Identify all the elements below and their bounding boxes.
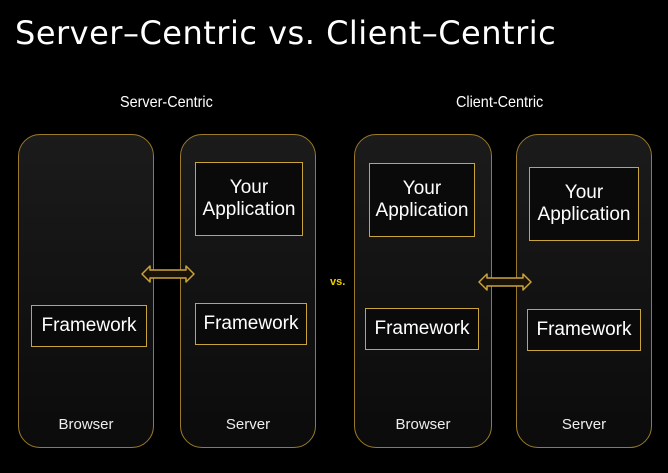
vs-label: vs. [330,276,346,288]
app-line-2: Application [537,204,631,225]
client-centric-server-panel: Your Application Framework Server [516,134,652,448]
server-centric-heading: Server-Centric [120,94,213,111]
page-title: Server–Centric vs. Client–Centric [15,14,557,52]
app-line-1: Your [564,182,604,204]
client-centric-heading: Client-Centric [456,94,544,111]
client-centric-server-your-application: Your Application [529,167,639,241]
client-centric-browser-label: Browser [395,416,451,433]
client-centric-bidirectional-arrow-icon [478,273,532,291]
client-centric-server-label: Server [561,416,607,433]
app-line-2: Application [375,200,469,221]
server-centric-bidirectional-arrow-icon [141,265,195,283]
client-centric-browser-framework: Framework [365,308,479,350]
app-line-1: Your [402,178,442,200]
framework-label: Framework [374,318,470,340]
client-centric-server-framework: Framework [527,309,641,351]
server-centric-your-application: Your Application [195,162,303,236]
server-centric-browser-framework: Framework [31,305,147,347]
server-centric-server-panel: Your Application Framework Server [180,134,316,448]
client-centric-browser-panel: Your Application Framework Browser [354,134,492,448]
server-centric-browser-label: Browser [58,416,114,433]
server-centric-browser-panel: Framework Browser [18,134,154,448]
server-centric-server-label: Server [225,416,271,433]
app-line-1: Your [229,177,269,199]
client-centric-your-application: Your Application [369,163,475,237]
framework-label: Framework [536,319,632,341]
framework-label: Framework [41,315,137,337]
framework-label: Framework [203,313,299,335]
app-line-2: Application [202,199,296,220]
server-centric-server-framework: Framework [195,303,307,345]
